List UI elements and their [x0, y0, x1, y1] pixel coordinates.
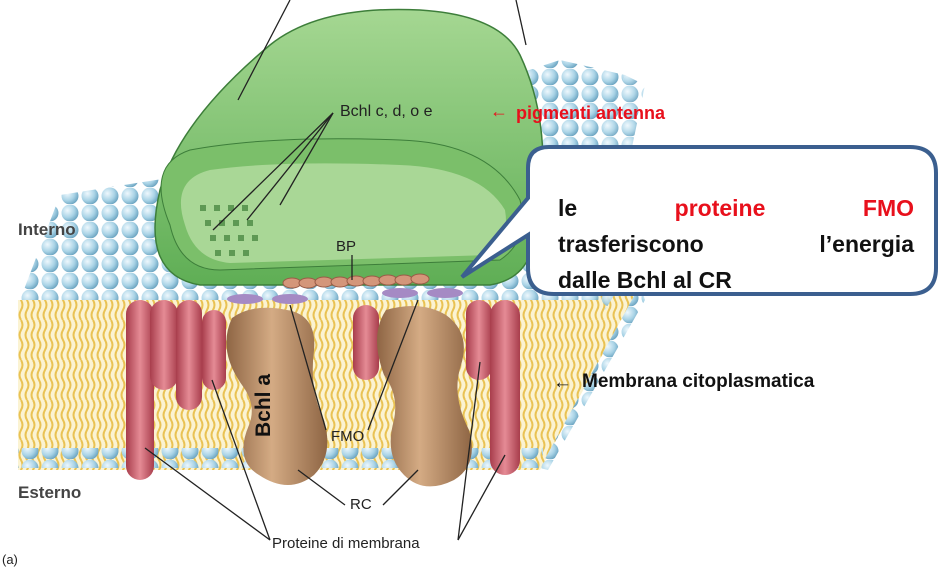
callout-word-fmo: FMO	[863, 190, 914, 226]
label-pigmenti-antenna: pigmenti antenna	[516, 103, 665, 124]
label-bchl-a: Bchl a	[252, 374, 276, 437]
callout-word-energia: l’energia	[819, 226, 914, 262]
callout-word-trasferiscono: trasferiscono	[558, 226, 704, 262]
membrana-arrow: ←	[553, 372, 572, 394]
callout-word-le: le	[558, 190, 577, 226]
label-rc: RC	[350, 496, 372, 513]
callout-text: le proteine FMO trasferiscono l’energia …	[558, 190, 914, 298]
label-esterno: Esterno	[18, 483, 81, 503]
callout-line3: dalle Bchl al CR	[558, 262, 914, 298]
label-bchl-cde: Bchl c, d, o e	[340, 103, 433, 121]
pigmenti-arrow: ←	[490, 101, 508, 122]
label-membrana-citoplasmatica: Membrana citoplasmatica	[582, 371, 814, 393]
label-fmo: FMO	[331, 428, 364, 445]
label-proteine-membrana: Proteine di membrana	[272, 535, 420, 552]
label-interno: Interno	[18, 220, 76, 240]
callout-word-proteine: proteine	[675, 190, 766, 226]
label-bp: BP	[336, 238, 356, 255]
panel-label: (a)	[2, 552, 18, 567]
